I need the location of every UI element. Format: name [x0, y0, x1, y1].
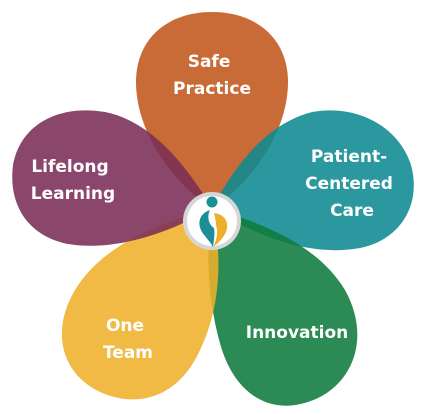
label-lifelong-learning: Lifelong Learning — [31, 157, 115, 204]
label-safe-practice: Safe Practice — [173, 52, 251, 99]
label-lifelong-learning-line: Learning — [31, 184, 115, 204]
label-one-team: One Team — [103, 316, 153, 363]
petal-lifelong-learning — [12, 110, 213, 246]
label-innovation: Innovation — [246, 323, 349, 343]
petal-patient-centered-care — [212, 110, 414, 251]
label-patient-centered-care-line: Centered — [305, 174, 393, 194]
label-patient-centered-care-line: Care — [330, 201, 374, 221]
petal-innovation — [208, 208, 358, 406]
heart-person-logo-icon — [183, 192, 241, 250]
label-safe-practice-line: Practice — [173, 79, 251, 99]
label-one-team-line: One — [106, 316, 144, 336]
label-safe-practice-line: Safe — [188, 52, 231, 72]
petal-one-team — [61, 208, 219, 400]
label-patient-centered-care: Patient- Centered Care — [305, 147, 399, 221]
label-patient-centered-care-line: Patient- — [311, 147, 387, 167]
label-lifelong-learning-line: Lifelong — [31, 157, 108, 177]
label-one-team-line: Team — [103, 343, 153, 363]
label-innovation-line: Innovation — [246, 323, 349, 343]
